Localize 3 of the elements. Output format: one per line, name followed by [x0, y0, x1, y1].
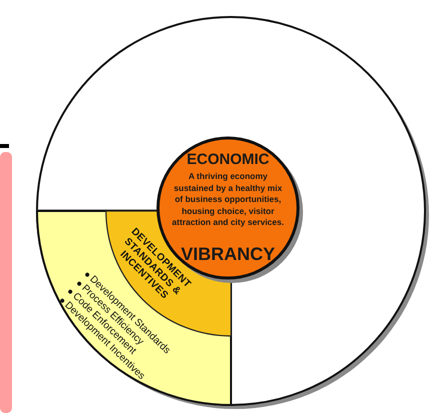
outer-circle: [35, 15, 427, 407]
circle-heading: ECONOMIC: [186, 151, 270, 168]
circle-description: A thriving economy sustained by a healthy mix of business opportunities, housing choice, visitor attraction and city services.: [171, 171, 285, 228]
